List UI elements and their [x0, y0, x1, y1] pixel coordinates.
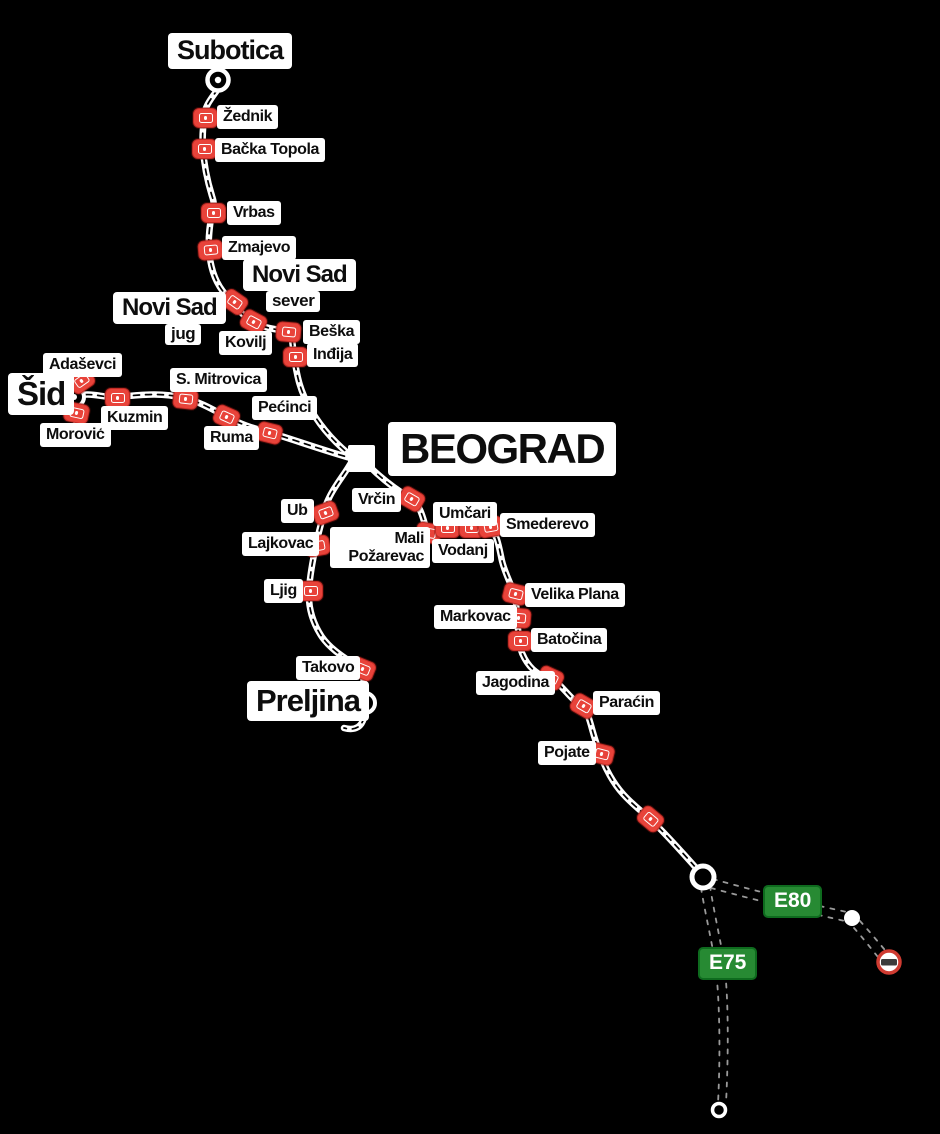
city-label-sid: Šid — [8, 373, 75, 416]
planned-road-e75 — [709, 885, 729, 1104]
station-label-ruma: Ruma — [204, 426, 259, 450]
station-label-vrcin: Vrčin — [352, 488, 402, 512]
city-label-novi-sad-jug: Novi Sad — [113, 292, 226, 325]
station-label-paracin: Paraćin — [593, 691, 661, 715]
station-label-takovo: Takovo — [296, 656, 361, 680]
planned-road-e80 — [859, 920, 890, 956]
toll-camera-icon-backa-topola — [192, 139, 217, 159]
station-label-zednik: Žednik — [217, 105, 279, 129]
station-label-lajkovac: Lajkovac — [242, 532, 320, 556]
station-label-velika-plana: Velika Plana — [525, 583, 625, 607]
beograd-node-square — [348, 445, 375, 472]
toll-camera-icon-zednik — [193, 108, 218, 128]
toll-camera-icon-zmajevo — [197, 238, 224, 262]
station-label-vrbas: Vrbas — [227, 201, 281, 225]
city-sublabel-sever: sever — [266, 291, 321, 312]
station-label-umcari: Umčari — [433, 502, 497, 526]
station-label-adasevci: Adaševci — [43, 353, 123, 377]
station-label-kuzmin: Kuzmin — [101, 406, 169, 430]
city-label-subotica: Subotica — [168, 33, 293, 69]
station-label-beska: Beška — [303, 320, 361, 344]
station-label-backa-topola: Bačka Topola — [215, 138, 326, 162]
euro-route-badge-e80: E80 — [763, 885, 823, 918]
station-label-vodanj: Vodanj — [432, 539, 494, 563]
station-label-kovilj: Kovilj — [219, 331, 273, 355]
border-crossing-icon — [876, 949, 902, 975]
station-label-pojate: Pojate — [538, 741, 596, 765]
city-label-preljina: Preljina — [247, 681, 369, 722]
station-label-indjija: Inđija — [307, 343, 359, 367]
station-label-ljig: Ljig — [264, 579, 303, 603]
station-label-zmajevo: Zmajevo — [222, 236, 297, 260]
station-label-s-mitrovica: S. Mitrovica — [170, 368, 268, 392]
station-label-batocina: Batočina — [531, 628, 608, 652]
toll-camera-icon-beska — [275, 320, 302, 344]
station-label-jagodina: Jagodina — [476, 671, 556, 695]
junction-nis — [689, 863, 717, 891]
euro-route-badge-e75: E75 — [698, 947, 758, 980]
station-label-ub: Ub — [281, 499, 314, 523]
city-sublabel-jug: jug — [165, 324, 202, 345]
city-label-novi-sad-sever: Novi Sad — [243, 259, 356, 292]
toll-camera-icon-batocina — [508, 631, 533, 651]
terminus-subotica-dot — [214, 76, 222, 84]
planned-road-e80 — [853, 927, 883, 963]
station-label-smederevo: Smederevo — [500, 513, 595, 537]
toll-camera-icon-indjija — [283, 347, 308, 367]
station-label-pecinci: Pećinci — [252, 396, 318, 420]
node-south-terminus — [710, 1101, 728, 1119]
node-e80-dot — [844, 910, 860, 926]
station-label-mali-pozarevac: Mali Požarevac — [330, 527, 430, 569]
city-label-beograd: BEOGRAD — [388, 422, 617, 477]
station-label-markovac: Markovac — [434, 605, 517, 629]
toll-camera-icon-kuzmin — [105, 388, 130, 408]
toll-camera-icon-vrbas — [201, 203, 226, 223]
station-label-morovic: Morović — [40, 423, 111, 447]
